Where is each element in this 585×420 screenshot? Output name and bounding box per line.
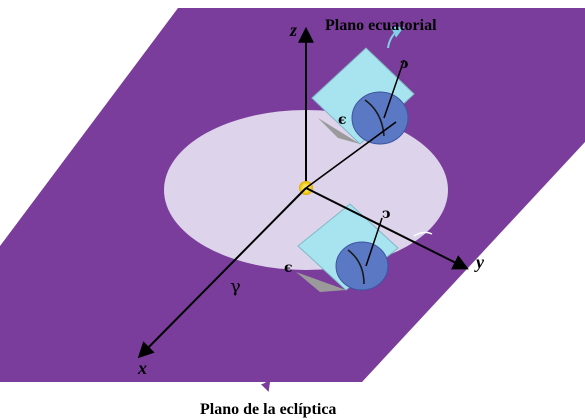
rotation-top-symbol: ↄ: [400, 56, 409, 72]
y-axis: [305, 187, 469, 270]
gamma-label: γ: [230, 276, 241, 297]
earth-top-axis: [383, 59, 405, 119]
tilt-wedge-top: [318, 118, 360, 144]
x-axis-label: x: [137, 358, 147, 378]
tilt-wedge-bottom: [296, 272, 346, 292]
epsilon-bottom-label: ϵ: [284, 260, 293, 276]
equatorial-pointer-arrow: [387, 26, 405, 49]
earth-bottom-meridian: [347, 249, 365, 285]
x-axis: [137, 187, 307, 359]
rotation-bottom-symbol: ↄ: [382, 206, 391, 222]
earth-bottom-group: [296, 203, 399, 292]
earth-bottom: [335, 241, 389, 291]
ecliptic-plane-label: Plano de la eclíptica: [200, 401, 336, 418]
z-axis-label: z: [289, 20, 297, 40]
equatorial-plane-top: [311, 47, 415, 145]
epsilon-top-label: ϵ: [338, 112, 347, 128]
equatorial-plane-label: Plano ecuatorial: [325, 17, 437, 34]
orbit-direction-arrow: [413, 231, 433, 237]
y-axis-label: y: [474, 252, 485, 272]
earth-bottom-axis: [365, 217, 383, 267]
sun-earth-line-top: [305, 121, 397, 189]
ecliptic-pointer-arrow: [261, 359, 273, 392]
